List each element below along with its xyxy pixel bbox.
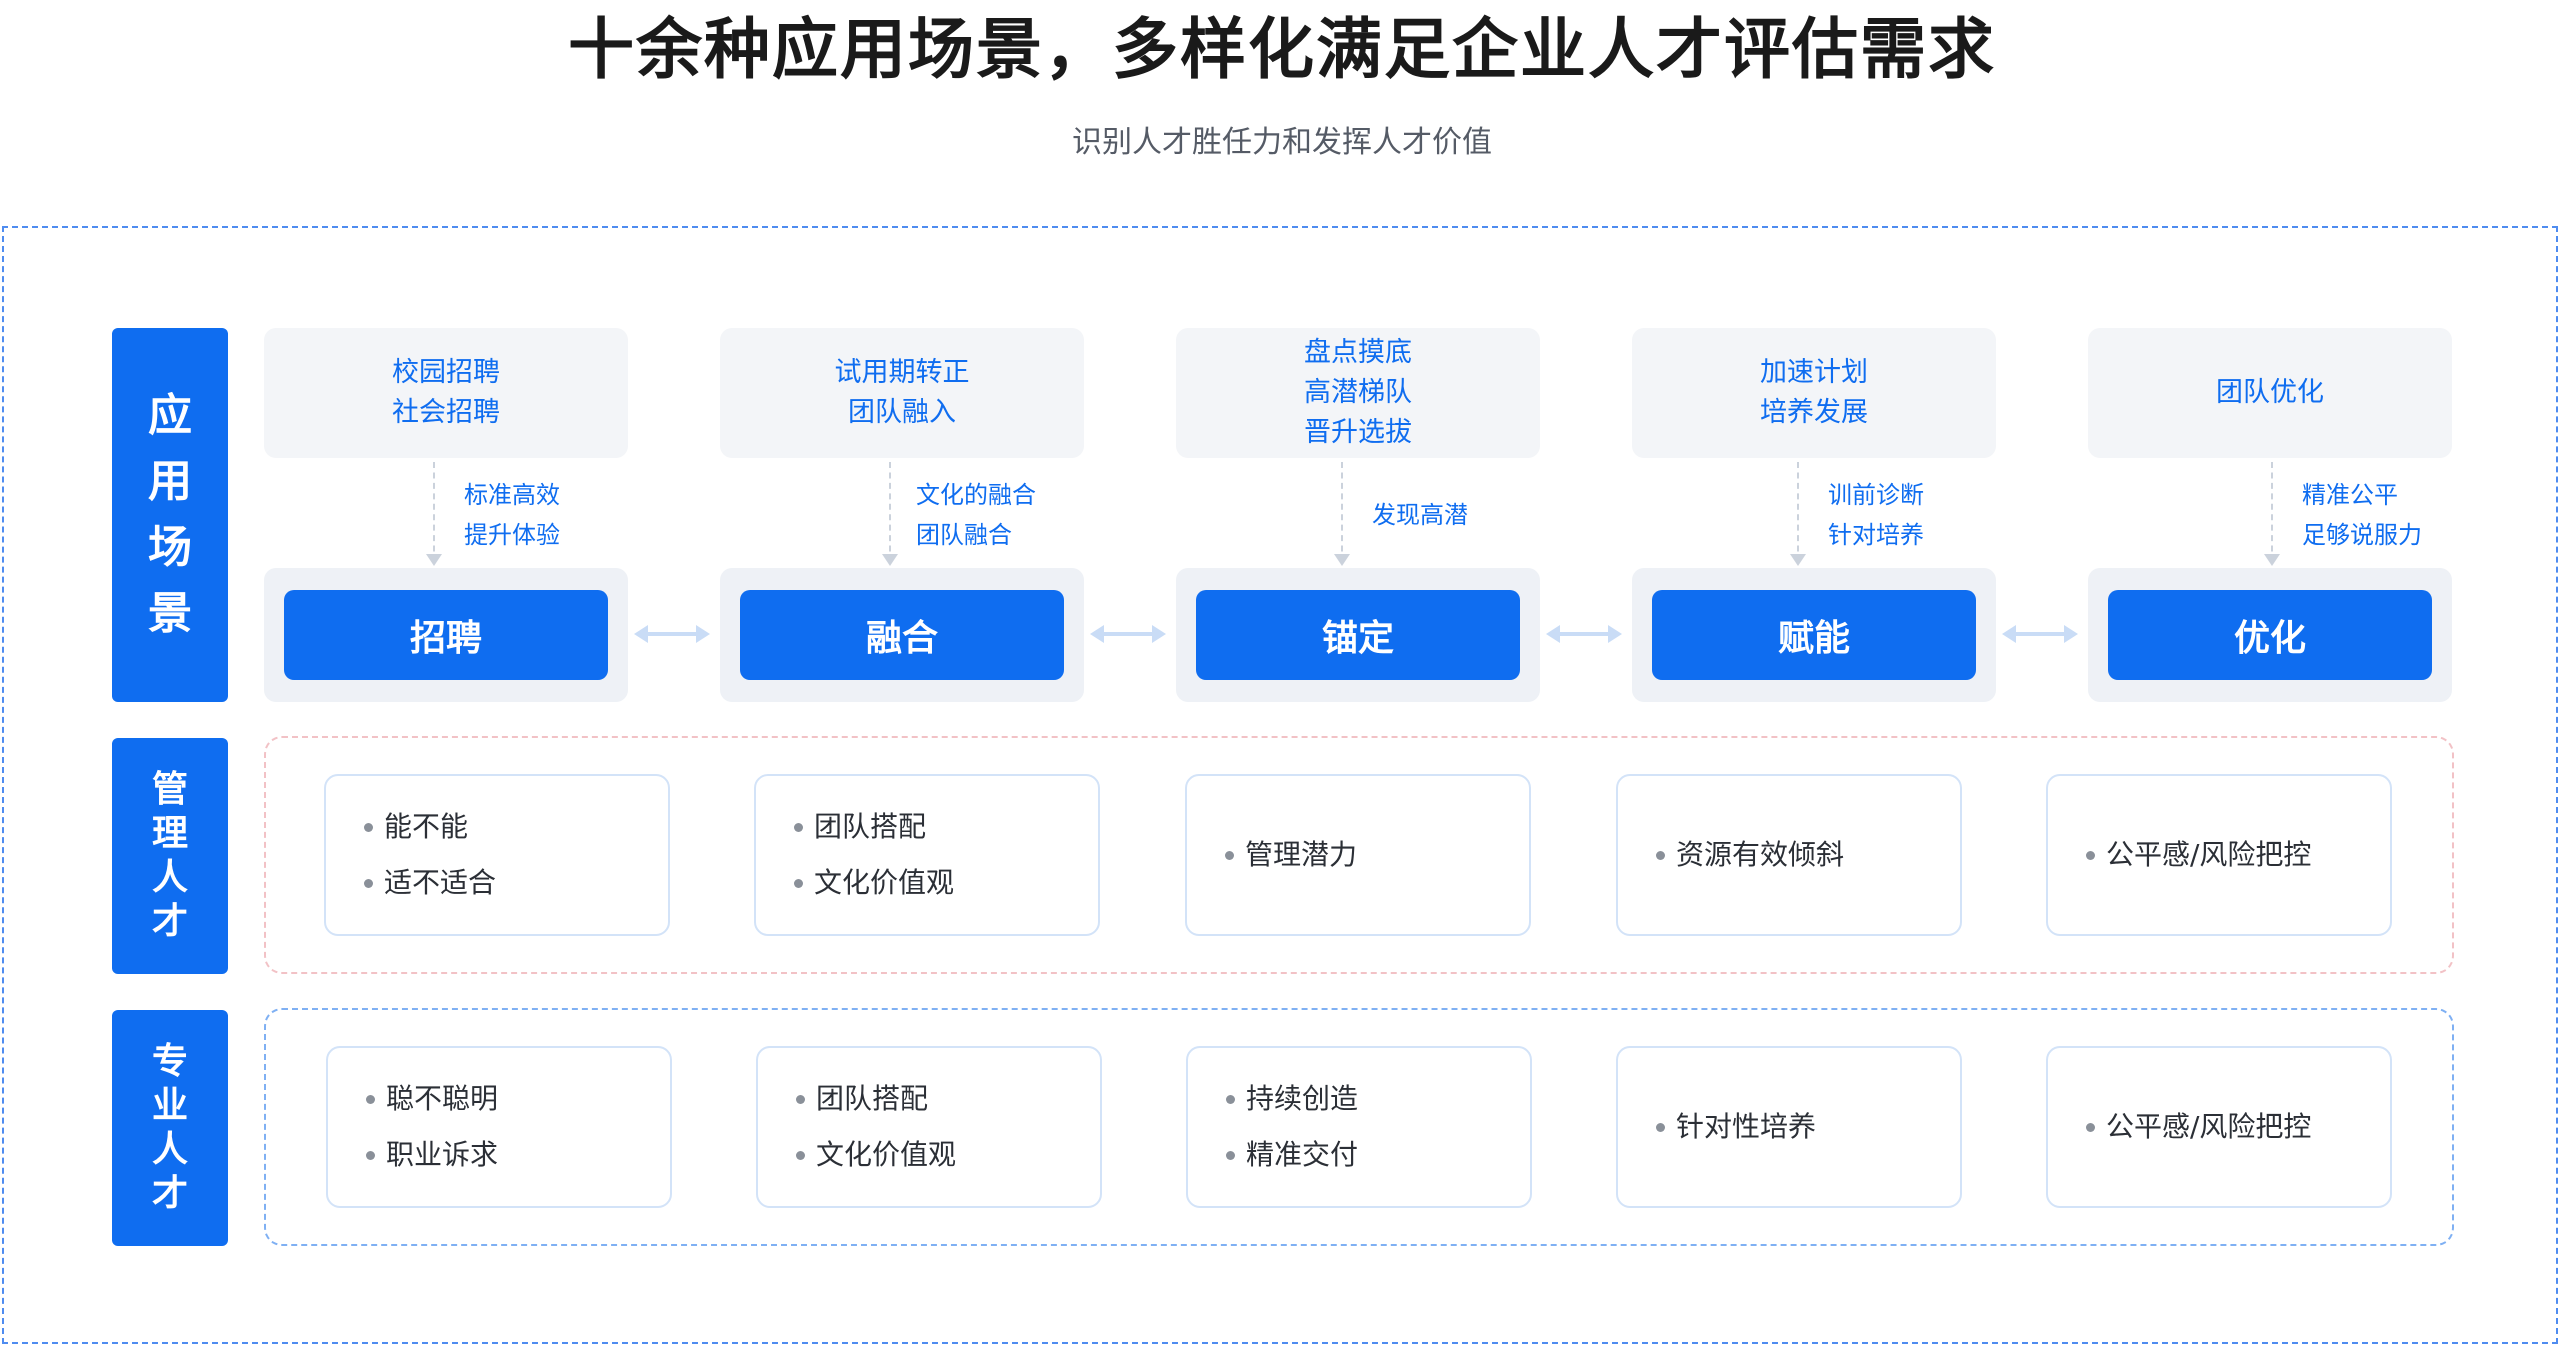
benefit-note: 精准公平 足够说服力 <box>2302 470 2422 560</box>
scene-box-optimize: 团队优化 <box>2088 328 2452 458</box>
label-char: 场 <box>148 522 192 573</box>
list-item: 资源有效倾斜 <box>1656 827 1960 883</box>
double-arrow-icon <box>2002 625 2078 643</box>
benefit-note: 训前诊断 针对培养 <box>1828 470 1924 560</box>
professional-card-anchor: 持续创造 精准交付 <box>1186 1046 1532 1208</box>
scene-box-recruit: 校园招聘 社会招聘 <box>264 328 628 458</box>
scene-box-integrate: 试用期转正 团队融入 <box>720 328 1084 458</box>
professional-card-integrate: 团队搭配 文化价值观 <box>756 1046 1102 1208</box>
stage-button-empower[interactable]: 赋能 <box>1652 590 1976 680</box>
stage-box-empower: 赋能 <box>1632 568 1996 702</box>
note-text: 文化的融合 <box>916 481 1036 509</box>
scene-box-empower: 加速计划 培养发展 <box>1632 328 1996 458</box>
stage-box-optimize: 优化 <box>2088 568 2452 702</box>
double-arrow-icon <box>634 625 710 643</box>
down-arrow-connector <box>1334 462 1350 566</box>
benefit-note: 发现高潜 <box>1372 470 1468 560</box>
label-char: 用 <box>148 456 192 507</box>
stage-button-anchor[interactable]: 锚定 <box>1196 590 1520 680</box>
list-item: 聪不聪明 <box>366 1071 670 1127</box>
note-text: 训前诊断 <box>1828 481 1924 509</box>
list-item: 公平感/风险把控 <box>2086 1099 2390 1155</box>
note-text: 针对培养 <box>1828 521 1924 549</box>
down-arrow-connector <box>2264 462 2280 566</box>
list-item: 团队搭配 <box>796 1071 1100 1127</box>
scene-text: 高潜梯队 <box>1304 377 1412 408</box>
list-item: 能不能 <box>364 799 668 855</box>
note-text: 标准高效 <box>464 481 560 509</box>
double-arrow-icon <box>1090 625 1166 643</box>
professional-row-group <box>264 1008 2454 1246</box>
stage-box-integrate: 融合 <box>720 568 1084 702</box>
note-text: 精准公平 <box>2302 481 2398 509</box>
scene-text: 校园招聘 <box>392 357 500 388</box>
scene-text: 团队融入 <box>848 397 956 428</box>
list-item: 公平感/风险把控 <box>2086 827 2390 883</box>
professional-card-optimize: 公平感/风险把控 <box>2046 1046 2392 1208</box>
label-char: 业 <box>151 1085 188 1126</box>
section-label-management: 管 理 人 才 <box>112 738 228 974</box>
down-arrow-connector <box>882 462 898 566</box>
label-char: 理 <box>151 813 188 854</box>
note-text: 团队融合 <box>916 521 1012 549</box>
scene-text: 试用期转正 <box>834 357 970 388</box>
management-card-optimize: 公平感/风险把控 <box>2046 774 2392 936</box>
note-text: 提升体验 <box>464 521 560 549</box>
note-text: 足够说服力 <box>2302 521 2422 549</box>
list-item: 精准交付 <box>1226 1127 1530 1183</box>
list-item: 适不适合 <box>364 855 668 911</box>
list-item: 文化价值观 <box>796 1127 1100 1183</box>
list-item: 文化价值观 <box>794 855 1098 911</box>
management-row-group <box>264 736 2454 974</box>
label-char: 人 <box>151 1129 188 1170</box>
label-char: 才 <box>151 1173 188 1214</box>
stage-button-optimize[interactable]: 优化 <box>2108 590 2432 680</box>
double-arrow-icon <box>1546 625 1622 643</box>
page-subtitle: 识别人才胜任力和发挥人才价值 <box>1072 125 1492 160</box>
management-card-integrate: 团队搭配 文化价值观 <box>754 774 1100 936</box>
label-char: 专 <box>151 1041 188 1082</box>
scene-box-anchor: 盘点摸底 高潜梯队 晋升选拔 <box>1176 328 1540 458</box>
stage-button-recruit[interactable]: 招聘 <box>284 590 608 680</box>
down-arrow-connector <box>1790 462 1806 566</box>
management-card-recruit: 能不能 适不适合 <box>324 774 670 936</box>
list-item: 职业诉求 <box>366 1127 670 1183</box>
section-label-scenes: 应 用 场 景 <box>112 328 228 702</box>
professional-card-recruit: 聪不聪明 职业诉求 <box>326 1046 672 1208</box>
benefit-note: 标准高效 提升体验 <box>464 470 560 560</box>
professional-card-empower: 针对性培养 <box>1616 1046 1962 1208</box>
label-char: 管 <box>151 769 188 810</box>
label-char: 景 <box>148 588 192 639</box>
label-char: 才 <box>151 901 188 942</box>
stage-button-integrate[interactable]: 融合 <box>740 590 1064 680</box>
list-item: 团队搭配 <box>794 799 1098 855</box>
management-card-empower: 资源有效倾斜 <box>1616 774 1962 936</box>
scene-text: 盘点摸底 <box>1304 337 1412 368</box>
list-item: 持续创造 <box>1226 1071 1530 1127</box>
diagram-frame <box>2 226 2558 1344</box>
note-text: 发现高潜 <box>1372 501 1468 529</box>
list-item: 针对性培养 <box>1656 1099 1960 1155</box>
stage-box-recruit: 招聘 <box>264 568 628 702</box>
scene-text: 社会招聘 <box>392 397 500 428</box>
down-arrow-connector <box>426 462 442 566</box>
stage-box-anchor: 锚定 <box>1176 568 1540 702</box>
scene-text: 加速计划 <box>1760 357 1868 388</box>
label-char: 应 <box>148 390 192 441</box>
management-card-anchor: 管理潜力 <box>1185 774 1531 936</box>
scene-text: 晋升选拔 <box>1304 417 1412 448</box>
page-title: 十余种应用场景，多样化满足企业人才评估需求 <box>568 11 1996 88</box>
scene-text: 团队优化 <box>2216 377 2324 408</box>
section-label-professional: 专 业 人 才 <box>112 1010 228 1246</box>
benefit-note: 文化的融合 团队融合 <box>916 470 1036 560</box>
list-item: 管理潜力 <box>1225 827 1529 883</box>
label-char: 人 <box>151 857 188 898</box>
scene-text: 培养发展 <box>1760 397 1868 428</box>
